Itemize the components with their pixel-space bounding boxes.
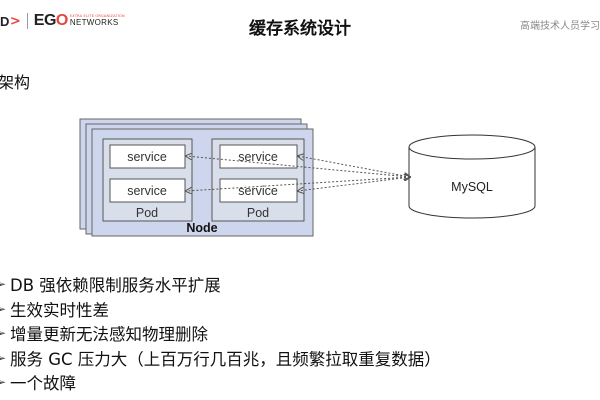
page-title: 缓存系统设计 <box>249 19 351 39</box>
list-item-text: 生效实时性差 <box>10 300 109 320</box>
section-heading: 架构 <box>0 73 31 92</box>
logo-ego-prefix: EG <box>33 12 57 29</box>
node-label: Node <box>186 221 217 235</box>
list-item-text: 一个故障 <box>10 374 76 394</box>
list-item: ➢服务 GC 压力大（上百万行几百兆，且频繁拉取重复数据） <box>0 346 441 371</box>
database-label: MySQL <box>451 180 493 194</box>
list-item-text: 服务 GC 压力大（上百万行几百兆，且频繁拉取重复数据） <box>10 349 441 369</box>
arrow-bullet-icon: ➢ <box>0 375 7 390</box>
list-item: ➢一个故障 <box>0 370 441 395</box>
list-item: ➢增量更新无法感知物理删除 <box>0 321 441 346</box>
arrow-bullet-icon: ➢ <box>0 350 7 365</box>
service-label: service <box>238 150 278 164</box>
connection-arrow <box>298 177 410 191</box>
database-cylinder <box>408 147 536 219</box>
arrow-bullet-icon: ➢ <box>0 301 7 316</box>
list-item-text: DB 强依赖限制服务水平扩展 <box>10 276 221 296</box>
corner-caption: 高端技术人员学习 <box>520 21 600 32</box>
logo-divider <box>26 13 28 29</box>
ego-networks-logo: EGO EXTRA ELITE ORGANIZATION NETWORKS <box>34 12 125 30</box>
logo-ego-o: O <box>55 12 68 29</box>
logo-left-text: D <box>0 13 9 29</box>
pod-label: Pod <box>247 206 269 220</box>
service-label: service <box>127 184 167 198</box>
issue-list: ➢DB 强依赖限制服务水平扩展 ➢生效实时性差 ➢增量更新无法感知物理删除 ➢服… <box>0 272 441 395</box>
logo-tagline: EXTRA ELITE ORGANIZATION <box>69 14 125 19</box>
arrow-bullet-icon: ➢ <box>0 277 7 292</box>
arrow-bullet-icon: ➢ <box>0 326 7 341</box>
logo-networks-text: NETWORKS <box>69 17 119 27</box>
logo-arrow-icon: > <box>9 13 21 29</box>
pod-label: Pod <box>136 206 158 220</box>
list-item: ➢DB 强依赖限制服务水平扩展 <box>0 272 441 297</box>
list-item-text: 增量更新无法感知物理删除 <box>10 325 208 345</box>
database-cylinder-top <box>408 134 536 160</box>
company-logo: D > EGO EXTRA ELITE ORGANIZATION NETWORK… <box>0 10 125 32</box>
list-item: ➢生效实时性差 <box>0 297 441 322</box>
connection-arrow <box>298 156 410 177</box>
service-label: service <box>127 150 167 164</box>
